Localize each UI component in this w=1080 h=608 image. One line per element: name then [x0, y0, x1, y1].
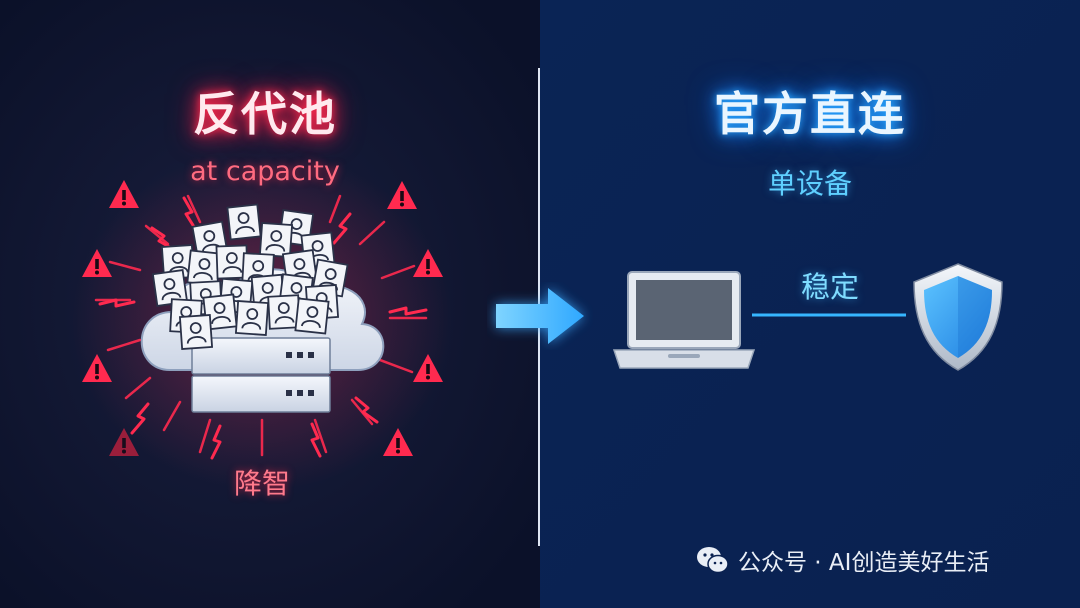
warning-triangle-icon: [82, 354, 112, 382]
user-card-icon: [226, 203, 262, 241]
connection-label: 稳定: [800, 270, 859, 304]
warning-triangle-icon: [413, 354, 443, 382]
left-title: 反代池: [193, 87, 337, 141]
lightning-bolt-icon: [354, 396, 379, 424]
warning-triangle-icon: [82, 249, 112, 277]
right-subtitle: 单设备: [767, 167, 852, 200]
shield-icon: [913, 263, 1003, 371]
warning-triangles: [82, 180, 443, 456]
lightning-bolt-icon: [182, 196, 198, 232]
user-card-icon: [294, 297, 330, 335]
user-card-icon: [267, 294, 301, 330]
lightning-bolt-icon: [388, 306, 428, 316]
lightning-bolt-icon: [210, 424, 222, 460]
warning-triangle-icon: [109, 428, 139, 456]
lightning-bolt-icon: [130, 402, 150, 435]
lightning-bolt-icon: [332, 212, 352, 245]
arrow-right-icon: [496, 288, 584, 344]
user-card-icon: [202, 293, 238, 331]
user-card-icon: [186, 249, 222, 287]
laptop-icon: [612, 271, 756, 369]
wechat-icon: [697, 547, 729, 574]
radiating-lines: [94, 194, 428, 457]
warning-triangle-icon: [387, 181, 417, 209]
warning-triangle-icon: [109, 180, 139, 208]
lightning-bolt-icon: [310, 422, 322, 458]
left-bottom-label: 降智: [233, 467, 290, 500]
left-status: at capacity: [190, 156, 340, 187]
user-card-icon: [258, 222, 294, 258]
watermark-text: 公众号 · AI创造美好生活: [738, 550, 990, 576]
lightning-bolt-icon: [150, 226, 175, 251]
lightning-bolt-icon: [98, 298, 136, 308]
warning-triangle-icon: [413, 249, 443, 277]
server-icon: [191, 337, 331, 413]
user-card-stack: [151, 203, 349, 350]
warning-triangle-icon: [383, 428, 413, 456]
right-title: 官方直连: [714, 87, 906, 141]
user-card-icon: [178, 314, 214, 350]
user-card-icon: [234, 300, 270, 336]
watermark: 公众号 · AI创造美好生活: [696, 542, 989, 578]
user-card-icon: [215, 244, 249, 280]
